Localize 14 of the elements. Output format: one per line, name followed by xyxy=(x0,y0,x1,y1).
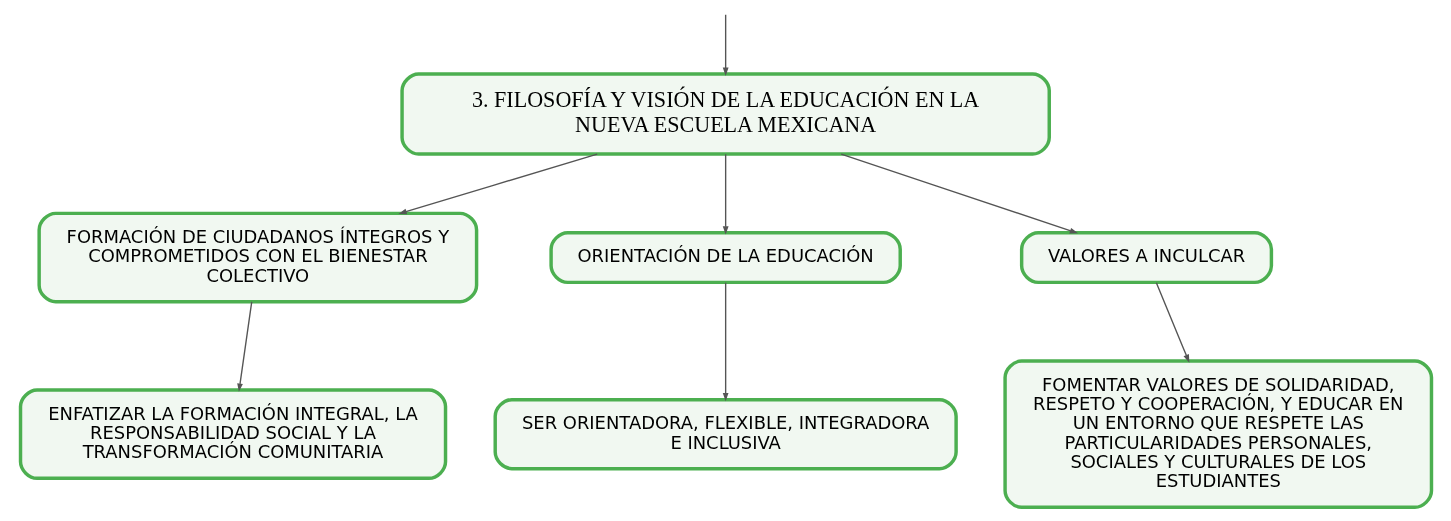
arrow xyxy=(840,153,1078,234)
node-box: VALORES A INCULCAR xyxy=(1019,231,1273,285)
node-box: ORIENTACIÓN DE LA EDUCACIÓN xyxy=(548,231,902,285)
arrow xyxy=(722,153,729,235)
arrow xyxy=(236,301,252,392)
arrow xyxy=(397,153,598,215)
arrow xyxy=(722,14,729,76)
node-box: FORMACIÓN DE CIUDADANOS ÍNTEGROS Y COMPROMETIDOS CON EL BIENESTAR COLECTIVO xyxy=(36,211,478,304)
node-box: SER ORIENTADORA, FLEXIBLE, INTEGRADORA E INCLUSIVA xyxy=(493,397,958,471)
arrow xyxy=(722,282,729,402)
arrow xyxy=(1155,282,1189,363)
node-box: ENFATIZAR LA FORMACIÓN INTEGRAL, LA RESPONSABILIDAD SOCIAL Y LA TRANSFORMACIÓN COMUNITARIA xyxy=(18,388,447,481)
node-box: FOMENTAR VALORES DE SOLIDARIDAD, RESPETO Y COOPERACIÓN, Y EDUCAR EN UN ENTORNO QUE RESPETE LAS PARTICULARIDADES PERSONALES, SOCIALES Y CULTURALES DE LOS ESTUDIANTES xyxy=(1002,359,1433,510)
node-box: 3. FILOSOFÍA Y VISIÓN DE LA EDUCACIÓN EN LA NUEVA ESCUELA MEXICANA xyxy=(399,72,1051,156)
